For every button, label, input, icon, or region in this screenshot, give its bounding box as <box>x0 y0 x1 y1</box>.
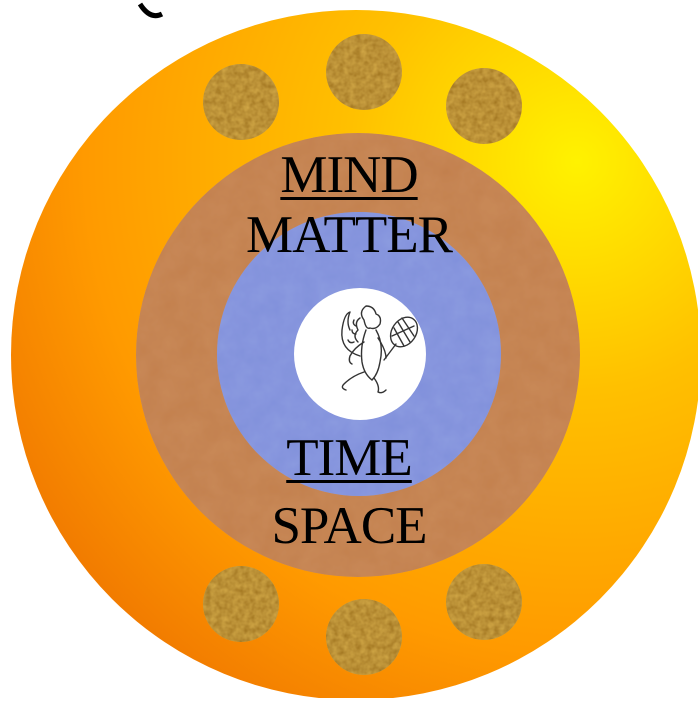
center-disc <box>294 288 426 420</box>
gold-bubble <box>446 564 522 640</box>
gold-bubble <box>203 64 279 140</box>
gold-bubble <box>446 68 522 144</box>
label-mind: MIND <box>0 145 698 205</box>
gold-bubble <box>203 566 279 642</box>
label-space: SPACE <box>0 496 698 556</box>
label-matter: MATTER <box>0 205 698 265</box>
cropped-arc <box>140 4 162 16</box>
gold-bubble <box>326 34 402 110</box>
label-time: TIME <box>0 428 698 488</box>
gold-bubble <box>326 599 402 675</box>
